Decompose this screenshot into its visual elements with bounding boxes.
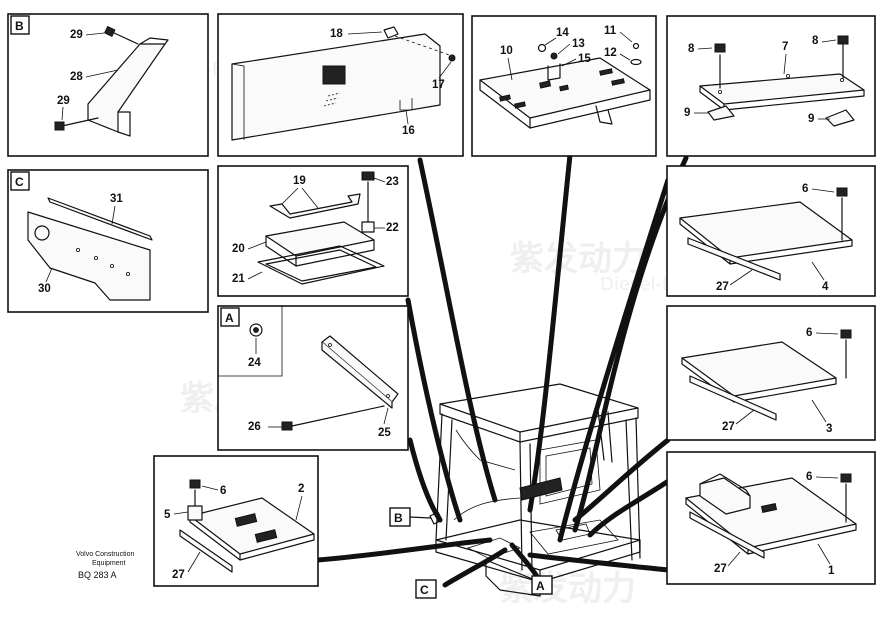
part-number: 12	[604, 47, 617, 59]
part-number: 2	[298, 483, 304, 495]
part-number: 10	[500, 45, 513, 57]
callout-c: C	[415, 579, 437, 599]
part-number: 28	[70, 71, 83, 83]
leader-line	[509, 542, 541, 581]
part-number: 6	[220, 485, 226, 497]
part-number: 21	[232, 273, 245, 285]
frame-21	[257, 245, 385, 285]
part-number: 19	[293, 175, 306, 187]
part-number: 11	[604, 25, 617, 37]
panel-floor-plate-2: 6 5 2 27	[153, 455, 319, 587]
part-number: 18	[330, 28, 343, 40]
panel-floor-plate-7: 8 8 7 9 9	[666, 15, 876, 157]
part-number: 4	[822, 281, 829, 293]
footer-company-sub: Equipment	[92, 560, 126, 567]
part-number: 3	[826, 423, 832, 435]
callout-a: A	[531, 575, 553, 595]
strip-27	[689, 511, 765, 559]
strip-27	[687, 237, 781, 281]
leader-line	[572, 437, 671, 523]
callout-label-c: C	[420, 583, 429, 597]
switch-15	[547, 63, 561, 81]
panel-cover-plate: 18 17 16	[217, 13, 464, 157]
part-number: 29	[70, 29, 83, 41]
clip-9	[707, 105, 735, 121]
part-number: 31	[110, 193, 123, 205]
part-number: 14	[556, 27, 569, 39]
part-number: 27	[722, 421, 735, 433]
part-number: 8	[812, 35, 819, 47]
watermark-cn: 紫发动力	[510, 239, 646, 279]
leader-line	[527, 552, 671, 573]
part-number: 7	[782, 41, 788, 53]
part-number: 9	[808, 113, 814, 125]
part-number: 5	[164, 509, 171, 521]
part-number: 29	[57, 95, 70, 107]
leader-lines	[315, 152, 689, 588]
part-number: 20	[232, 243, 245, 255]
view-label-c: C	[15, 175, 24, 189]
clip-9	[825, 109, 855, 127]
leader-line	[557, 177, 671, 543]
callout-label-b: B	[394, 511, 403, 525]
part-number: 26	[248, 421, 261, 433]
panel-floor-plate-1: 6 27 1	[666, 451, 876, 585]
bolt-29-top	[111, 31, 139, 45]
cab-assembly	[429, 383, 641, 597]
spacer-5	[187, 505, 203, 521]
part-number: 30	[38, 283, 51, 295]
panel-view-b: B 29 28 29	[7, 13, 209, 157]
part-number: 27	[172, 569, 185, 581]
part-number: 6	[806, 471, 812, 483]
leader-line	[417, 157, 498, 503]
footer-block: Volvo Construction Equipment BQ 283 A	[76, 551, 134, 580]
strip-27	[689, 375, 777, 421]
strip-27	[179, 529, 233, 573]
view-label-a: A	[225, 311, 234, 325]
part-number: 27	[714, 563, 727, 575]
leader-line	[527, 152, 573, 513]
leader-line	[315, 537, 493, 563]
part-number: 24	[248, 357, 261, 369]
spacer-22	[361, 221, 375, 233]
part-number: 16	[402, 125, 415, 137]
view-label-b: B	[15, 19, 24, 33]
panel-view-a: A 24 26 25	[217, 305, 409, 451]
callout-label-a: A	[536, 579, 545, 593]
panel-30	[27, 211, 151, 301]
cover-plate-16	[231, 33, 441, 141]
part-number: 9	[684, 107, 690, 119]
leader-line	[407, 437, 443, 523]
part-number: 6	[806, 327, 812, 339]
part-number: 1	[828, 565, 835, 577]
watermark-cn: 紫发动力	[500, 569, 636, 609]
part-number: 23	[386, 176, 399, 188]
leader-line	[572, 155, 689, 533]
panel-filter-assembly: 19 23 22 20 21	[217, 165, 409, 297]
callout-b: B	[389, 507, 431, 527]
footer-company: Volvo Construction	[76, 551, 134, 558]
part-number: 15	[578, 53, 591, 65]
part-number: 13	[572, 38, 585, 50]
part-number: 8	[688, 43, 695, 55]
leader-line	[587, 477, 673, 538]
part-number: 25	[378, 427, 391, 439]
panel-control-plate: 14 13 15 10 11 12	[471, 15, 657, 157]
drawing-code: BQ 283 A	[78, 570, 117, 580]
leader-line	[442, 547, 508, 588]
seal-strip-31	[47, 197, 153, 241]
part-number: 17	[432, 79, 445, 91]
part-number: 6	[802, 183, 808, 195]
bracket-19	[269, 193, 361, 219]
view-label-box	[10, 15, 30, 35]
panel-view-c: C 31 30	[7, 169, 209, 313]
housing-1	[699, 477, 751, 515]
panel-floor-plate-3: 6 27 3	[666, 305, 876, 441]
leader-line	[405, 297, 463, 523]
panel-floor-plate-4: 6 27 4	[666, 165, 876, 297]
part-number: 27	[716, 281, 729, 293]
part-number: 22	[386, 222, 399, 234]
